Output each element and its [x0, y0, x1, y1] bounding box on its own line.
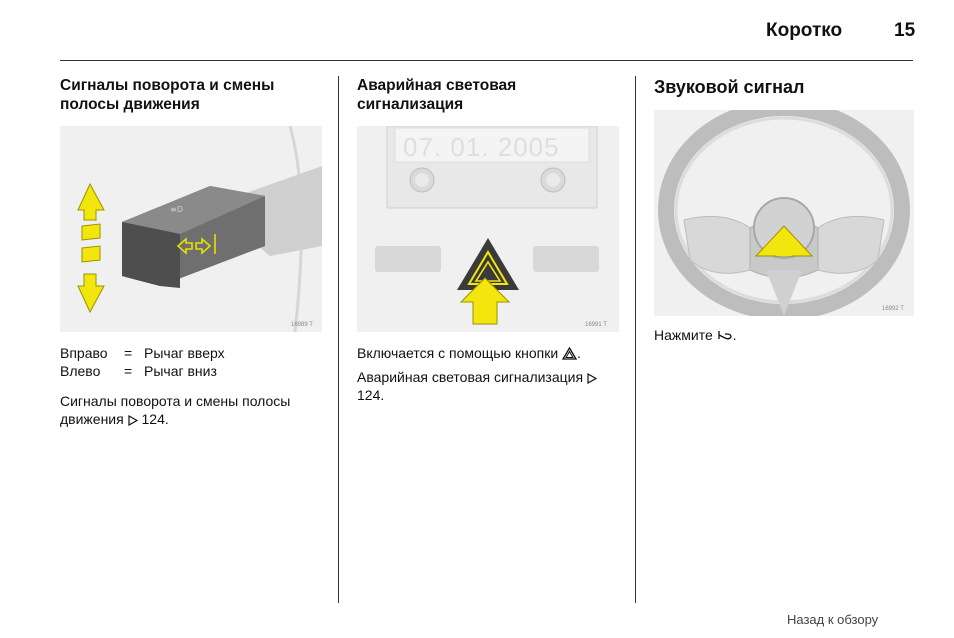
turn-signal-directions-list: Вправо = Рычаг вверх Влево = Рычаг вниз — [60, 344, 322, 380]
horn-instruction: Нажмите . — [654, 326, 914, 344]
direction-label: Вправо — [60, 345, 108, 361]
hazard-button-illustration: 07. 01. 2005 16991 T — [357, 126, 619, 332]
list-item: Вправо = Рычаг вверх — [60, 344, 322, 362]
column-turn-signals: Сигналы поворота и смены полосы движения — [60, 76, 324, 114]
hazard-lights-reference: Аварийная световая сигнализация 124. — [357, 368, 623, 404]
page-ref-link[interactable]: 124. — [357, 387, 385, 403]
column-divider — [338, 76, 339, 603]
horn-heading: Звуковой сигнал — [654, 77, 805, 97]
page-ref-link[interactable]: 124. — [141, 411, 169, 427]
column-horn: Звуковой сигнал — [654, 76, 918, 98]
svg-text:≡D: ≡D — [170, 205, 183, 214]
steering-wheel-illustration: 16992 T — [654, 110, 914, 316]
equals-sign: = — [124, 363, 133, 379]
reference-text: Аварийная световая сигнализация — [357, 369, 584, 385]
turn-signals-heading: Сигналы поворота и смены полосы движения — [60, 77, 275, 113]
figure-code: 16989 T — [291, 322, 313, 328]
column-divider — [635, 76, 636, 603]
page-number: 15 — [894, 20, 916, 41]
back-to-overview-link[interactable]: Назад к обзору — [787, 612, 879, 627]
horn-icon — [717, 331, 732, 340]
sentence-end: . — [577, 345, 581, 361]
reference-text: Сигналы поворота и смены полосы движения — [60, 393, 291, 427]
sentence-end: . — [732, 327, 737, 343]
hazard-lights-heading: Аварийная световая сигнализация — [357, 77, 517, 113]
figure-code: 16991 T — [585, 322, 607, 328]
instruction-text: Нажмите — [654, 327, 713, 343]
hazard-activation-text: Включается с помощью кнопки . — [357, 344, 627, 362]
equals-sign: = — [124, 345, 133, 361]
figure-code: 16992 T — [882, 306, 904, 312]
clock-display: 07. 01. 2005 — [403, 132, 560, 162]
direction-value: Рычаг вниз — [144, 363, 217, 379]
hazard-triangle-icon — [562, 347, 578, 360]
direction-value: Рычаг вверх — [144, 345, 225, 361]
page-ref-icon[interactable] — [128, 415, 138, 426]
section-title: Коротко — [766, 20, 843, 41]
activation-text: Включается с помощью кнопки — [357, 345, 559, 361]
list-item: Влево = Рычаг вниз — [60, 362, 322, 380]
page-ref-icon[interactable] — [587, 373, 597, 384]
header-divider — [60, 60, 913, 61]
direction-label: Влево — [60, 363, 101, 379]
turn-signal-lever-illustration: ≡D 16989 T — [60, 126, 322, 332]
turn-signals-reference: Сигналы поворота и смены полосы движения… — [60, 392, 326, 428]
column-hazard-lights: Аварийная световая сигнализация — [357, 76, 621, 114]
